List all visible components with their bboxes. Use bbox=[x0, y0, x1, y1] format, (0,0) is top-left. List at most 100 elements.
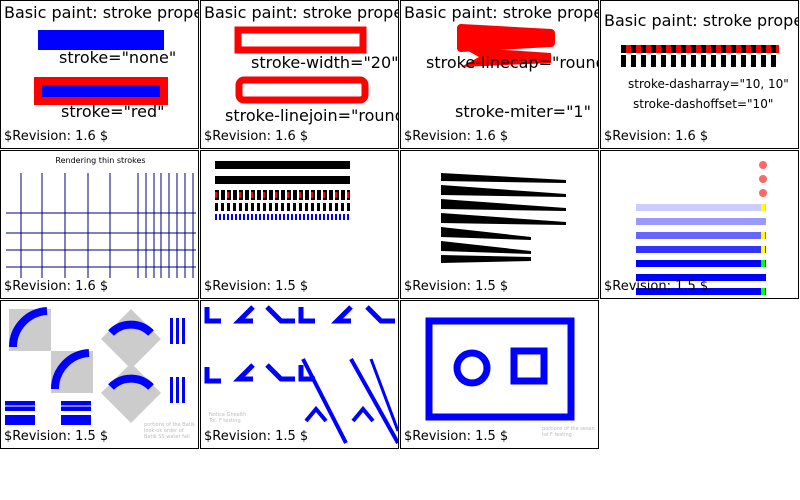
test-grid: Basic paint: stroke properties. stroke="… bbox=[0, 0, 799, 449]
revision-label: $Revision: 1.5 $ bbox=[204, 429, 309, 444]
opacity-strokes-drawing bbox=[636, 161, 767, 295]
blue-chevron bbox=[304, 405, 328, 423]
blue-bar bbox=[61, 415, 91, 425]
stroke-linecap-label: stroke-linecap="round" bbox=[426, 53, 599, 72]
red-outline-round bbox=[235, 76, 369, 104]
cell-title: Basic paint: stroke properties. bbox=[404, 3, 599, 22]
note-line: look-ok order of bbox=[144, 428, 184, 434]
cell-title: Basic paint: stroke properties. bbox=[4, 3, 199, 22]
revision-label: $Revision: 1.6 $ bbox=[204, 129, 309, 144]
test-cell-stroke-linecap[interactable]: Basic paint: stroke properties. stroke-l… bbox=[400, 0, 599, 149]
blue-bar bbox=[636, 260, 766, 267]
note-line: Notice Ghealth bbox=[209, 412, 247, 418]
blue-join bbox=[204, 367, 221, 384]
blue-bar bbox=[176, 318, 179, 344]
blue-bar-no-stroke bbox=[38, 30, 164, 50]
revision-label: $Revision: 1.5 $ bbox=[404, 279, 509, 294]
black-wedge bbox=[441, 255, 531, 263]
revision-label: $Revision: 1.5 $ bbox=[4, 429, 109, 444]
green-tip bbox=[761, 260, 765, 267]
blue-square-outline bbox=[510, 347, 548, 385]
test-cell-join-strokes[interactable]: Notice Ghealth Tol. F testing $Revision:… bbox=[200, 300, 399, 449]
revision-label: $Revision: 1.6 $ bbox=[4, 279, 109, 294]
test-cell-shapes[interactable]: portions of the sesan tol F testing $Rev… bbox=[400, 300, 599, 449]
note-line: Tol. F testing bbox=[209, 418, 241, 424]
test-cell-stroke-dasharray[interactable]: Basic paint: stroke properties stroke-da… bbox=[600, 0, 799, 149]
note-line: tol F testing bbox=[542, 432, 572, 438]
blue-circle-outline bbox=[453, 349, 491, 387]
blue-join bbox=[298, 307, 315, 324]
black-wedge bbox=[441, 241, 531, 254]
blue-join bbox=[265, 305, 295, 324]
black-wedge bbox=[441, 227, 531, 240]
blue-bar-red-stroke bbox=[34, 77, 168, 105]
yellow-tip bbox=[761, 246, 765, 253]
cell-title: Rendering thin strokes bbox=[55, 156, 146, 165]
join-strokes-drawing bbox=[204, 305, 398, 444]
note-line: Batik SS water fall bbox=[144, 434, 190, 440]
blue-join bbox=[265, 363, 295, 382]
blue-join bbox=[298, 365, 315, 382]
blue-bar bbox=[170, 318, 173, 344]
black-wedge bbox=[441, 213, 566, 225]
thin-strokes-drawing bbox=[6, 173, 196, 278]
blue-diag bbox=[349, 358, 398, 444]
yellow-tip bbox=[761, 204, 765, 211]
blue-bar bbox=[636, 204, 766, 211]
test-cell-dash-patterns[interactable]: $Revision: 1.5 $ bbox=[200, 150, 399, 299]
revision-label: $Revision: 1.6 $ bbox=[4, 129, 109, 144]
dasharray-label: stroke-dasharray="10, 10" bbox=[628, 77, 789, 91]
note-line: portions of the sesan bbox=[542, 426, 595, 432]
black-bar bbox=[215, 176, 350, 184]
gray-diamond bbox=[101, 309, 161, 369]
blue-bar bbox=[170, 377, 173, 403]
revision-label: $Revision: 1.5 $ bbox=[604, 279, 709, 294]
blue-bar bbox=[5, 415, 35, 425]
red-dot bbox=[759, 175, 767, 183]
blue-bar bbox=[176, 377, 179, 403]
blue-join bbox=[365, 305, 395, 324]
red-arrow-round bbox=[457, 24, 555, 52]
green-tip bbox=[761, 288, 765, 295]
test-cell-opacity-strokes[interactable]: $Revision: 1.5 $ bbox=[600, 150, 799, 299]
yellow-tip bbox=[761, 232, 765, 239]
test-cell-arc-strokes[interactable]: portions of the Batik look-ok order of B… bbox=[0, 300, 199, 449]
test-cell-taper-strokes[interactable]: $Revision: 1.5 $ bbox=[400, 150, 599, 299]
shapes-drawing bbox=[425, 317, 575, 421]
blue-join bbox=[232, 363, 255, 382]
stroke-red-label: stroke="red" bbox=[61, 102, 165, 121]
blue-bar bbox=[636, 288, 766, 295]
blue-diag bbox=[369, 358, 398, 432]
cell-title: Basic paint: stroke properties. bbox=[204, 3, 399, 22]
red-arrow-miter bbox=[461, 47, 551, 67]
blue-bar bbox=[636, 232, 766, 239]
black-bar bbox=[215, 161, 350, 169]
blue-bar bbox=[636, 218, 766, 225]
black-wedge bbox=[441, 173, 566, 183]
stroke-miter-label: stroke-miter="1" bbox=[455, 102, 591, 121]
stroke-linecap-drawing bbox=[457, 24, 555, 67]
black-wedge bbox=[441, 199, 566, 211]
stroke-none-drawing bbox=[34, 30, 168, 105]
revision-label: $Revision: 1.6 $ bbox=[604, 129, 709, 144]
test-cell-stroke-none[interactable]: Basic paint: stroke properties. stroke="… bbox=[0, 0, 199, 149]
blue-bar bbox=[182, 318, 185, 344]
stroke-width-drawing bbox=[234, 26, 369, 104]
blue-bar bbox=[182, 377, 185, 403]
test-cell-thin-strokes[interactable]: Rendering thin strokes $Revision: 1.6 $ bbox=[0, 150, 199, 299]
blue-arc bbox=[50, 349, 90, 390]
note-line: portions of the Batik bbox=[144, 422, 196, 428]
dash-patterns-drawing bbox=[215, 161, 350, 220]
test-cell-stroke-width[interactable]: Basic paint: stroke properties. stroke-w… bbox=[200, 0, 399, 149]
blue-chevron bbox=[351, 405, 375, 423]
blue-arc bbox=[108, 374, 154, 390]
revision-label: $Revision: 1.5 $ bbox=[204, 279, 309, 294]
blue-bar bbox=[636, 274, 766, 281]
blue-diag bbox=[301, 358, 348, 444]
blue-join bbox=[232, 305, 255, 324]
stroke-linejoin-label: stroke-linejoin="round" bbox=[225, 106, 399, 125]
gray-diamond bbox=[101, 363, 161, 423]
blue-join bbox=[330, 305, 353, 324]
taper-strokes-drawing bbox=[441, 173, 566, 263]
stroke-none-label: stroke="none" bbox=[59, 48, 177, 67]
